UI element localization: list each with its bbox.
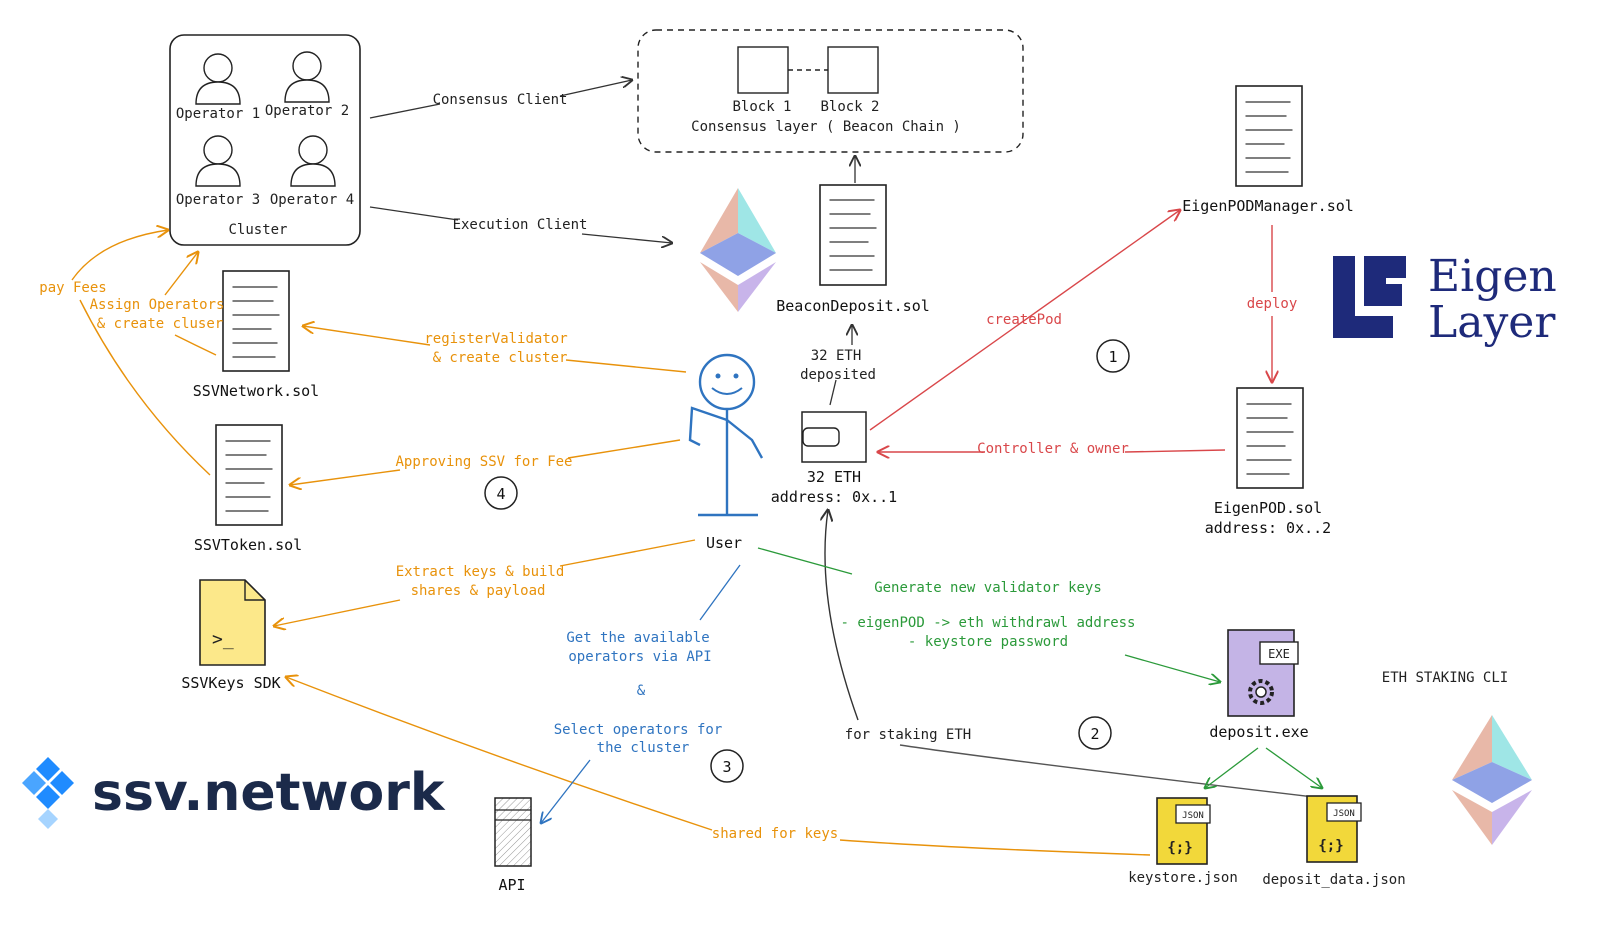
- for-staking-eth-label: for staking ETH: [845, 727, 971, 743]
- sdk-terminal-glyph: >_: [212, 629, 234, 650]
- beacon-deposit-file-icon: [819, 184, 887, 286]
- operator-2-label: Operator 2: [265, 103, 349, 119]
- keystore-json-glyph: {;}: [1167, 840, 1192, 856]
- beacon-deposit-label: BeaconDeposit.sol: [776, 297, 930, 315]
- eigenlayer-logo: Eigen Layer: [1333, 251, 1557, 348]
- assign-operators-label-1: Assign Operators: [90, 297, 225, 313]
- step-4-marker: [484, 476, 518, 510]
- eigenpod-manager-file-icon: [1235, 85, 1303, 187]
- user-label: User: [706, 534, 742, 552]
- get-operators-label-2: operators via API: [568, 649, 711, 665]
- shared-for-keys-label: shared for keys: [712, 826, 838, 842]
- deposited-label-1: 32 ETH: [811, 348, 862, 364]
- deposit-data-json-glyph: {;}: [1318, 838, 1343, 854]
- step-4-label: 4: [496, 485, 505, 503]
- deposited-label-2: deposited: [800, 367, 876, 383]
- step-3-marker: [710, 749, 744, 783]
- operator-4-label: Operator 4: [270, 192, 354, 208]
- block-1-label: Block 1: [732, 99, 791, 115]
- wallet-address-label: address: 0x..1: [771, 488, 897, 506]
- step-2-marker: [1078, 716, 1112, 750]
- user-icon: [688, 353, 764, 517]
- operator-3-label: Operator 3: [176, 192, 260, 208]
- assign-operators-label-2: & create cluser: [97, 316, 223, 332]
- eigenlayer-logo-top: Eigen: [1428, 251, 1557, 302]
- deposit-exe-label: deposit.exe: [1209, 723, 1308, 741]
- eigenpod-withdraw-label: - eigenPOD -> eth withdrawl address: [840, 615, 1135, 631]
- consensus-client-label: Consensus Client: [433, 92, 568, 108]
- ssv-network-logo: ssv.network: [22, 757, 446, 829]
- wallet-amount-label: 32 ETH: [807, 468, 861, 486]
- eigenpod-address-label: address: 0x..2: [1205, 519, 1331, 537]
- ethereum-logo-icon: [700, 188, 776, 312]
- eigenpod-manager-label: EigenPODManager.sol: [1182, 197, 1354, 215]
- execution-client-label: Execution Client: [453, 217, 588, 233]
- get-operators-label-1: Get the available: [566, 630, 709, 646]
- ethereum-logo-small-icon: [1452, 715, 1532, 845]
- ssv-network-logo-text: ssv.network: [92, 763, 446, 823]
- register-validator-label-1: registerValidator: [424, 331, 567, 347]
- pay-fees-label: pay Fees: [39, 280, 106, 296]
- api-server-icon: [494, 797, 532, 867]
- cluster-box: Operator 1 Operator 2 Operator 3 Operato…: [169, 34, 361, 246]
- eth-staking-cli-label: ETH STAKING CLI: [1382, 670, 1508, 686]
- ssv-token-file-icon: [215, 424, 283, 526]
- deposit-exe-icon: EXE: [1227, 629, 1299, 717]
- controller-owner-label: Controller & owner: [977, 441, 1129, 457]
- cluster-label: Cluster: [228, 222, 287, 238]
- step-2-label: 2: [1090, 725, 1099, 743]
- block-2-icon: [827, 46, 879, 94]
- eigenlayer-logo-bottom: Layer: [1428, 297, 1556, 348]
- deposit-data-json-label: deposit_data.json: [1262, 872, 1405, 888]
- ampersand-label: &: [637, 683, 646, 699]
- operator-2-icon: [284, 51, 330, 103]
- consensus-layer-box: Block 1 Block 2 Consensus layer ( Beacon…: [637, 29, 1024, 153]
- approving-ssv-label: Approving SSV for Fee: [395, 454, 572, 470]
- eigenpod-label: EigenPOD.sol: [1214, 499, 1322, 517]
- select-operators-label-1: Select operators for: [554, 722, 723, 738]
- ssv-token-label: SSVToken.sol: [194, 536, 302, 554]
- extract-keys-label-1: Extract keys & build: [396, 564, 565, 580]
- block-1-icon: [737, 46, 789, 94]
- wallet-icon: [801, 411, 867, 463]
- deploy-label: deploy: [1247, 296, 1298, 312]
- ssv-network-file-icon: [222, 270, 290, 372]
- ssv-mark-icon: [22, 757, 74, 829]
- api-label: API: [498, 876, 525, 894]
- keystore-password-label: - keystore password: [908, 634, 1068, 650]
- operator-4-icon: [290, 135, 336, 187]
- ssvkeys-sdk-icon: >_: [199, 579, 266, 666]
- consensus-layer-label: Consensus layer ( Beacon Chain ): [691, 119, 961, 135]
- keystore-json-label: keystore.json: [1128, 870, 1238, 886]
- exe-badge: EXE: [1268, 647, 1290, 661]
- deposit-data-json-badge: JSON: [1333, 809, 1355, 819]
- step-3-label: 3: [722, 758, 731, 776]
- operator-1-label: Operator 1: [176, 106, 260, 122]
- register-validator-label-2: & create cluster: [433, 350, 568, 366]
- keystore-json-badge: JSON: [1182, 811, 1204, 821]
- eigenlayer-mark-icon: [1333, 256, 1406, 338]
- ssvkeys-sdk-label: SSVKeys SDK: [181, 674, 280, 692]
- block-2-label: Block 2: [820, 99, 879, 115]
- generate-keys-label: Generate new validator keys: [874, 580, 1102, 596]
- extract-keys-label-2: shares & payload: [411, 583, 546, 599]
- operator-3-icon: [195, 135, 241, 187]
- step-1-label: 1: [1108, 348, 1117, 366]
- operator-1-icon: [195, 53, 241, 105]
- select-operators-label-2: the cluster: [597, 740, 690, 756]
- step-1-marker: [1096, 339, 1130, 373]
- ssv-network-label: SSVNetwork.sol: [193, 382, 319, 400]
- create-pod-label: createPod: [986, 312, 1062, 328]
- eigenpod-file-icon: [1236, 387, 1304, 489]
- keystore-json-icon: JSON {;}: [1156, 797, 1211, 865]
- deposit-data-json-icon: JSON {;}: [1306, 795, 1362, 863]
